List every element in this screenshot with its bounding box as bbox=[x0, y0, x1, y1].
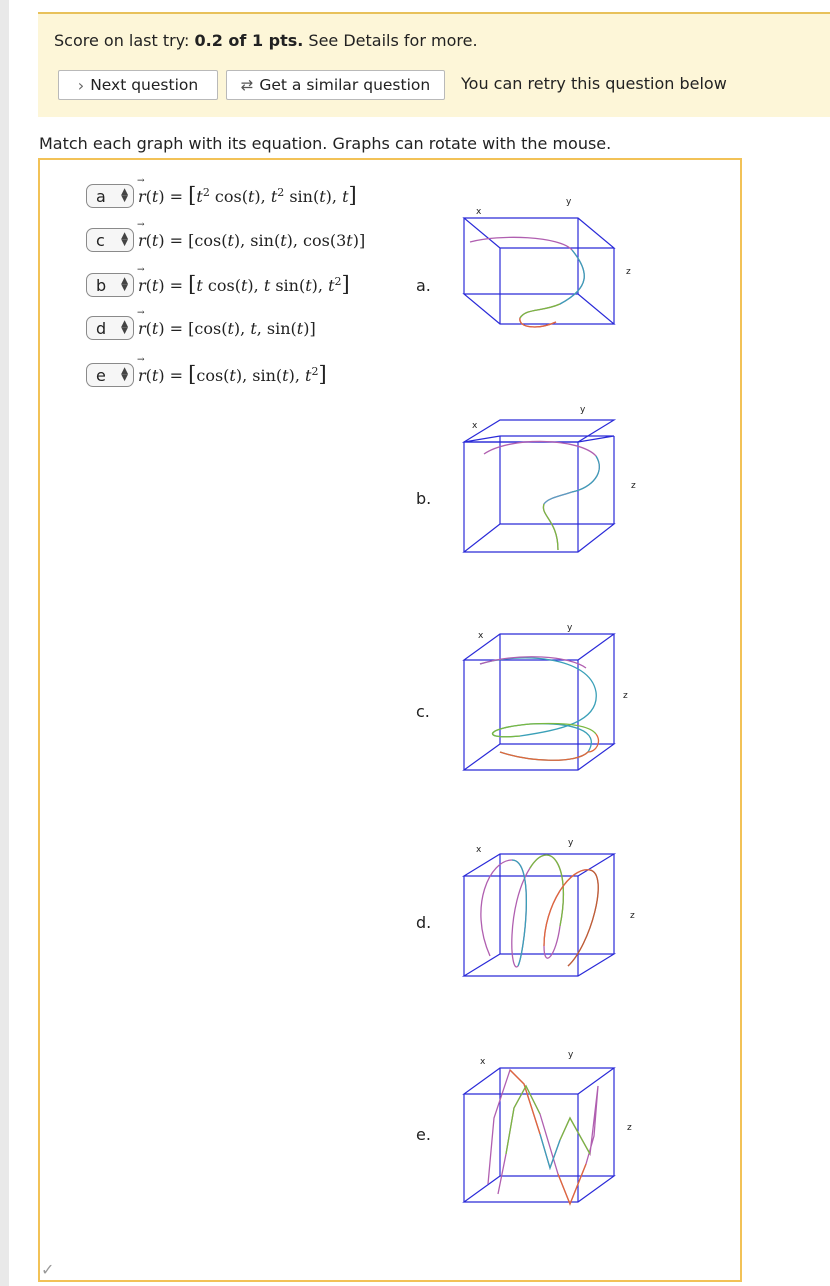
equation-3: r(t) = [t cos(t), t sin(t), t2] bbox=[137, 265, 350, 295]
equation-row-3: b ▲▼ r(t) = [t cos(t), t sin(t), t2] bbox=[86, 265, 350, 299]
equation-4: r(t) = [cos(t), t, sin(t)] bbox=[137, 308, 316, 338]
x-axis-label: x bbox=[476, 207, 482, 217]
equation-row-2: c ▲▼ r(t) = [cos(t), sin(t), cos(3t)] bbox=[86, 220, 365, 254]
equation-2: r(t) = [cos(t), sin(t), cos(3t)] bbox=[137, 220, 365, 250]
instructions-text: Match each graph with its equation. Grap… bbox=[39, 134, 612, 153]
updown-arrows-icon: ▲▼ bbox=[121, 319, 128, 336]
equation-row-5: e ▲▼ r(t) = [cos(t), sin(t), t2] bbox=[86, 355, 327, 389]
y-axis-label: y bbox=[567, 623, 573, 633]
next-question-button[interactable]: › Next question bbox=[58, 70, 218, 100]
x-axis-label: x bbox=[472, 421, 478, 431]
y-axis-label: y bbox=[580, 405, 586, 415]
answer-select-value: c bbox=[96, 230, 105, 250]
page-left-rule bbox=[0, 0, 9, 1286]
z-axis-label: z bbox=[623, 691, 628, 701]
z-axis-label: z bbox=[627, 1123, 632, 1133]
answer-select-value: b bbox=[96, 275, 107, 295]
answer-select-value: d bbox=[96, 318, 107, 338]
x-axis-label: x bbox=[480, 1057, 486, 1067]
answer-select-3[interactable]: b ▲▼ bbox=[86, 273, 134, 297]
graph-c-plot[interactable]: x y z bbox=[440, 612, 650, 792]
answer-select-value: e bbox=[96, 365, 106, 385]
chevron-right-icon: › bbox=[77, 75, 85, 95]
next-question-label: Next question bbox=[90, 76, 199, 94]
refresh-icon: ⇄ bbox=[240, 76, 254, 94]
x-axis-label: x bbox=[478, 631, 484, 641]
score-suffix: See Details for more. bbox=[303, 31, 478, 50]
y-axis-label: y bbox=[568, 1050, 574, 1060]
score-value: 0.2 of 1 pts. bbox=[194, 31, 304, 50]
equation-5: r(t) = [cos(t), sin(t), t2] bbox=[137, 355, 327, 385]
score-panel: Score on last try: 0.2 of 1 pts. See Det… bbox=[38, 12, 830, 117]
graph-label-a: a. bbox=[416, 276, 431, 295]
score-prefix: Score on last try: bbox=[54, 31, 195, 50]
z-axis-label: z bbox=[630, 911, 635, 921]
similar-question-button[interactable]: ⇄ Get a similar question bbox=[226, 70, 445, 100]
z-axis-label: z bbox=[631, 481, 636, 491]
check-icon: ✓ bbox=[41, 1260, 55, 1279]
retry-note: You can retry this question below bbox=[461, 74, 727, 93]
answer-select-1[interactable]: a ▲▼ bbox=[86, 184, 134, 208]
x-axis-label: x bbox=[476, 845, 482, 855]
z-axis-label: z bbox=[626, 267, 631, 277]
updown-arrows-icon: ▲▼ bbox=[121, 187, 128, 204]
y-axis-label: y bbox=[566, 197, 572, 207]
updown-arrows-icon: ▲▼ bbox=[121, 231, 128, 248]
answer-select-5[interactable]: e ▲▼ bbox=[86, 363, 134, 387]
graph-e-plot[interactable]: x y z bbox=[440, 1044, 650, 1224]
answer-select-2[interactable]: c ▲▼ bbox=[86, 228, 134, 252]
graph-d-plot[interactable]: x y z bbox=[440, 826, 650, 1006]
y-axis-label: y bbox=[568, 838, 574, 848]
updown-arrows-icon: ▲▼ bbox=[121, 366, 128, 383]
answer-select-4[interactable]: d ▲▼ bbox=[86, 316, 134, 340]
similar-question-label: Get a similar question bbox=[259, 76, 431, 94]
graph-label-e: e. bbox=[416, 1125, 431, 1144]
score-text: Score on last try: 0.2 of 1 pts. See Det… bbox=[54, 31, 478, 50]
graph-label-c: c. bbox=[416, 702, 430, 721]
answer-select-value: a bbox=[96, 186, 106, 206]
graph-b-plot[interactable]: x y z bbox=[440, 400, 650, 580]
equation-row-1: a ▲▼ r(t) = [t2 cos(t), t2 sin(t), t] bbox=[86, 176, 357, 210]
graph-label-b: b. bbox=[416, 489, 432, 508]
updown-arrows-icon: ▲▼ bbox=[121, 276, 128, 293]
question-box bbox=[38, 158, 742, 1282]
equation-1: r(t) = [t2 cos(t), t2 sin(t), t] bbox=[137, 176, 357, 206]
graph-a-plot[interactable]: x y z bbox=[440, 188, 650, 368]
graph-label-d: d. bbox=[416, 913, 432, 932]
equation-row-4: d ▲▼ r(t) = [cos(t), t, sin(t)] bbox=[86, 308, 316, 342]
